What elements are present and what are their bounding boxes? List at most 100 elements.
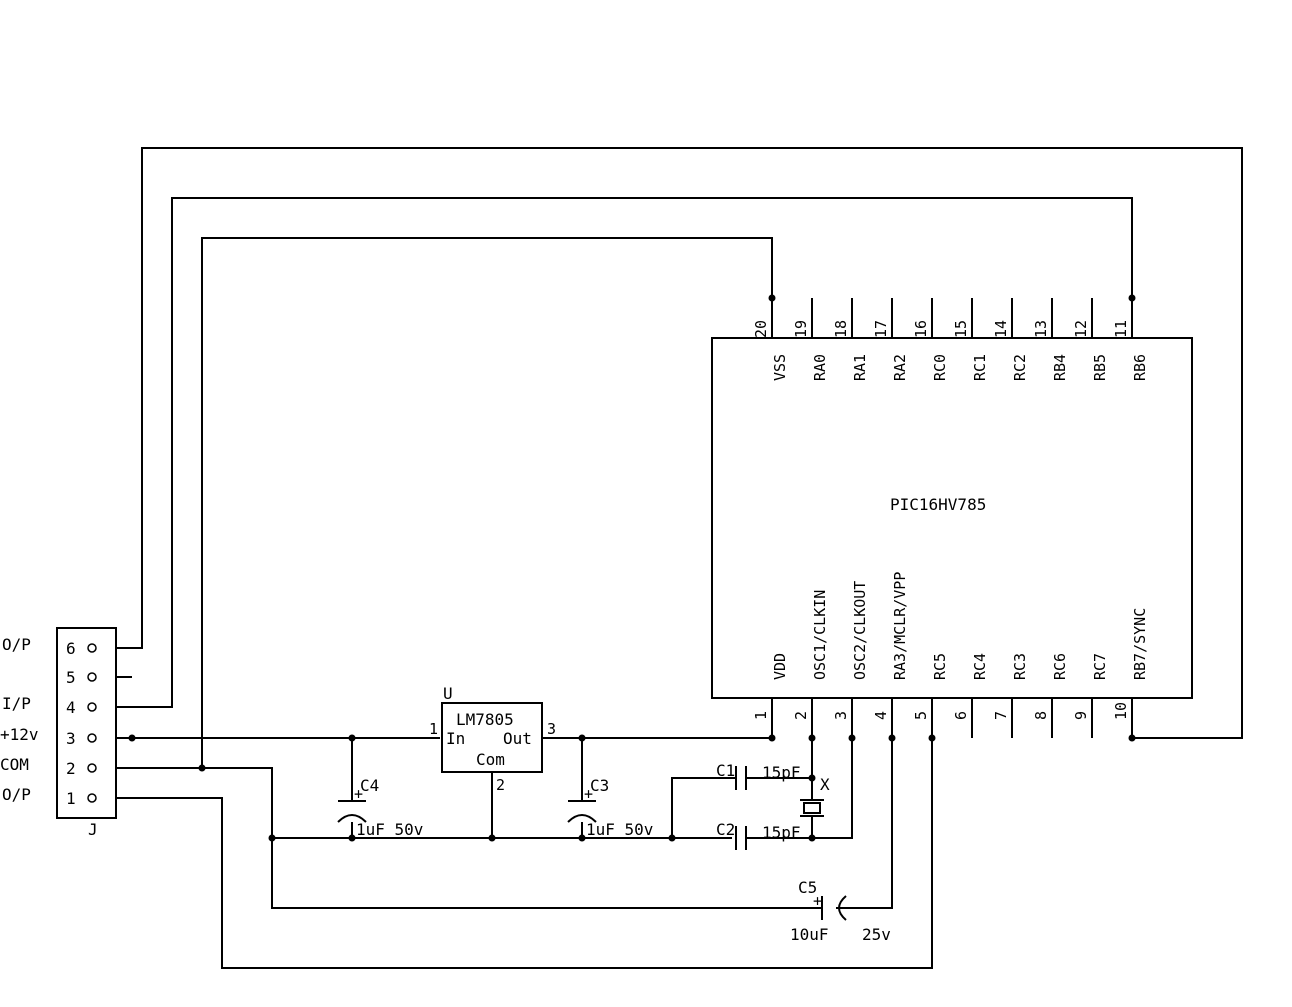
regulator-pin-in-label: In	[446, 729, 465, 748]
junction-dot	[578, 734, 586, 742]
mcu-pic16hv785: PIC16HV785 20VSS19RA018RA117RA216RC015RC…	[711, 298, 1193, 738]
wire-mclr	[836, 698, 893, 909]
junction-dot	[128, 734, 136, 742]
connector-body	[56, 627, 117, 819]
capacitor-ref: C5	[798, 878, 817, 897]
pin-name: RB5	[1091, 354, 1109, 381]
pin-number: 11	[1112, 320, 1130, 338]
pin-name: RC7	[1091, 653, 1109, 680]
connector-pin-ring	[87, 763, 97, 773]
junction-dot	[1128, 734, 1136, 742]
pin-number: 5	[912, 711, 930, 720]
capacitor-curved-plate	[838, 895, 847, 921]
junction-dot	[488, 834, 496, 842]
connector-pin-num: 3	[66, 729, 76, 748]
junction-dot	[198, 764, 206, 772]
pin-name: OSC2/CLKOUT	[851, 581, 869, 680]
connector-pin-num: 5	[66, 668, 76, 687]
pin-name: RC2	[1011, 354, 1029, 381]
pin-number: 18	[832, 320, 850, 338]
regulator-body	[441, 702, 543, 773]
pin-number: 19	[792, 320, 810, 338]
pin-number: 1	[752, 711, 770, 720]
wire-vss-to-com	[201, 237, 773, 768]
regulator-pin-out-label: Out	[503, 729, 532, 748]
wire-j4-to-rb6	[116, 197, 1133, 708]
capacitor-value: 10uF	[790, 925, 829, 944]
junction-dot	[808, 734, 816, 742]
connector-label: COM	[0, 755, 29, 774]
junction-dot	[348, 734, 356, 742]
junction-dot	[848, 734, 856, 742]
connector-pin-ring	[87, 643, 97, 653]
capacitor-c4: + C4 1uF 50v	[337, 776, 423, 839]
connector-ref: J	[88, 820, 98, 839]
pin-number: 3	[832, 711, 850, 720]
capacitor-value: 15pF	[762, 823, 801, 842]
junction-dot	[928, 734, 936, 742]
pin-name: RC1	[971, 354, 989, 381]
junction-dot	[768, 294, 776, 302]
connector-pin-num: 4	[66, 698, 76, 717]
pin-number: 12	[1072, 320, 1090, 338]
connector-label: O/P	[2, 635, 31, 654]
pin-name: RB7/SYNC	[1131, 608, 1149, 680]
capacitor-c5: + C5 10uF 25v	[790, 878, 891, 944]
capacitor-c2: C2 15pF	[716, 820, 801, 850]
pin-number: 17	[872, 320, 890, 338]
pin-name: RA3/MCLR/VPP	[891, 572, 909, 680]
polarity-mark: +	[813, 892, 822, 910]
junctions	[128, 294, 1136, 842]
connector-j: J 6 5 4 3 2 1 O/P I/P +12v COM O/P	[0, 627, 117, 839]
capacitor-c3: + C3 1uF 50v	[567, 776, 653, 839]
capacitor-ref: C3	[590, 776, 609, 795]
wires	[116, 147, 1243, 969]
junction-dot	[808, 834, 816, 842]
pin-number: 10	[1112, 702, 1130, 720]
connector-pin-ring	[87, 672, 97, 682]
pin-number: 6	[952, 711, 970, 720]
junction-dot	[808, 774, 816, 782]
capacitor-c1: C1 15pF	[716, 761, 801, 790]
capacitor-value: 1uF 50v	[356, 820, 423, 839]
polarity-mark: +	[354, 785, 363, 803]
regulator-pin-in-num: 1	[429, 720, 438, 738]
pin-name: RB6	[1131, 354, 1149, 381]
pin-number: 13	[1032, 320, 1050, 338]
pin-name: RC6	[1051, 653, 1069, 680]
pin-number: 8	[1032, 711, 1050, 720]
crystal-ref: X	[820, 775, 830, 794]
pin-name: VDD	[771, 653, 789, 680]
connector-pin-num: 1	[66, 789, 76, 808]
junction-dot	[348, 834, 356, 842]
crystal-x: X	[800, 775, 830, 817]
connector-label: I/P	[2, 694, 31, 713]
connector-pin-ring	[87, 702, 97, 712]
wire-j6-to-rb7	[116, 147, 1243, 739]
pin-number: 20	[752, 320, 770, 338]
junction-dot	[768, 734, 776, 742]
capacitor-value: 1uF 50v	[586, 820, 653, 839]
mcu-bottom-pins: 1VDD2OSC1/CLKIN3OSC2/CLKOUT4RA3/MCLR/VPP…	[752, 572, 1149, 738]
regulator-pin-com-num: 2	[496, 776, 505, 794]
junction-dot	[668, 834, 676, 842]
junction-dot	[578, 834, 586, 842]
pin-name: RC3	[1011, 653, 1029, 680]
mcu-body	[711, 337, 1193, 699]
pin-name: VSS	[771, 354, 789, 381]
junction-dot	[268, 834, 276, 842]
wire-c2-right	[746, 738, 853, 839]
polarity-mark: +	[584, 785, 593, 803]
junction-dot	[888, 734, 896, 742]
capacitor-ref: C2	[716, 820, 735, 839]
connector-pin-num: 2	[66, 759, 76, 778]
connector-pin-ring	[87, 733, 97, 743]
